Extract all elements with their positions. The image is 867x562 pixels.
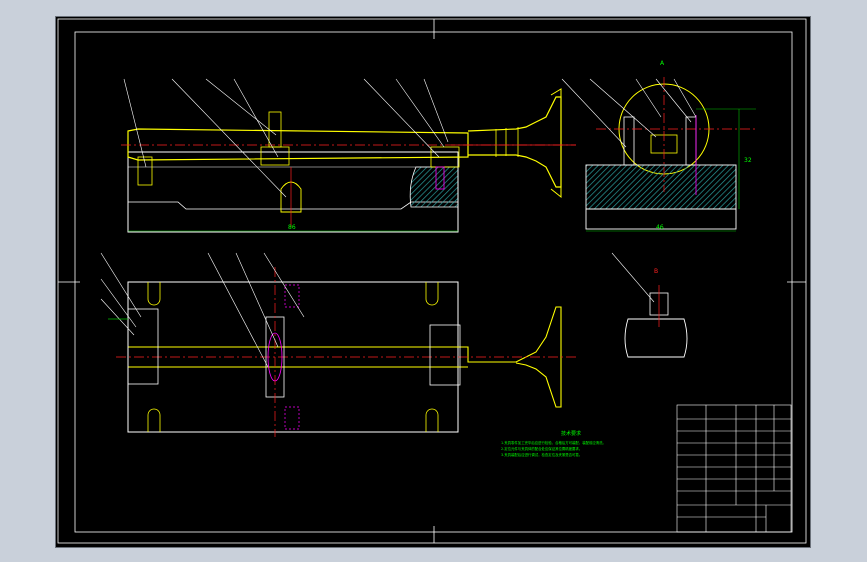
side-view: 32 46 A — [561, 60, 756, 232]
side-height-dim-text: 32 — [744, 157, 752, 164]
hatched-block — [409, 166, 459, 208]
notes-title: 技术要求 — [561, 430, 581, 437]
detail-body — [624, 318, 688, 358]
shaft-part — [127, 128, 469, 161]
detail-view: B — [611, 252, 688, 358]
detail-label: B — [654, 268, 658, 275]
notes-line-1: 1.夹具零件加工完毕后应进行检验，合格后方可装配，装配前应清洗。 — [501, 440, 606, 445]
locator-left — [137, 156, 153, 186]
fixture-body — [127, 151, 459, 233]
clamp-underside — [280, 181, 302, 213]
front-view: 86 — [121, 78, 576, 233]
cad-viewport[interactable]: 86 32 46 A — [55, 16, 811, 548]
outer-frame — [57, 18, 807, 544]
fixture-assembly-drawing: 86 32 46 A — [57, 18, 807, 544]
notes-line-3: 3.夹具装配后应进行调试，检查定位及夹紧是否可靠。 — [501, 452, 582, 457]
title-block — [676, 404, 792, 533]
top-view — [100, 252, 576, 437]
side-width-dim-text: 46 — [656, 224, 664, 231]
flange — [550, 88, 562, 199]
notes-line-2: 2.定位元件与夹具体的配合处应保证其位置精度要求。 — [501, 446, 582, 451]
base-relief — [128, 201, 458, 210]
locator-mid — [260, 146, 290, 166]
leaders-front — [123, 78, 449, 198]
technical-notes: 技术要求 1.夹具零件加工完毕后应进行检验，合格后方可装配，装配前应清洗。 2.… — [501, 430, 606, 457]
front-dimension-text: 86 — [288, 224, 296, 231]
section-mark-top: A — [660, 60, 665, 67]
leaders-top — [100, 252, 305, 368]
locator-right — [430, 146, 460, 168]
side-body — [585, 164, 737, 210]
mounting-slots — [147, 282, 439, 432]
leaders-side — [561, 78, 697, 148]
top-shaft — [128, 306, 562, 408]
